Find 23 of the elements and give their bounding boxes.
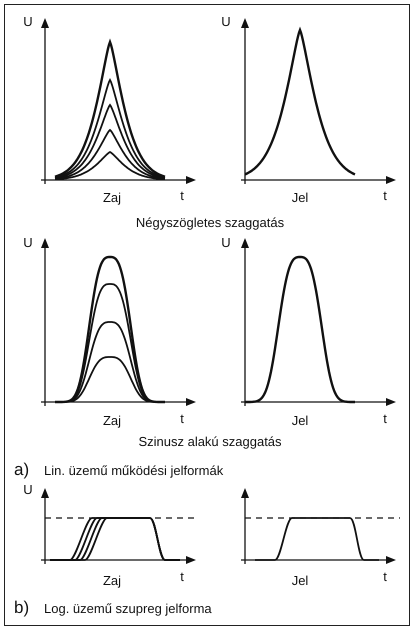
axis-label: t — [383, 188, 387, 204]
axis-label: t — [383, 569, 387, 585]
axis-label: Jel — [292, 190, 308, 206]
axis-label: Zaj — [102, 573, 122, 589]
caption-text: Lin. üzemű működési jelformák — [44, 463, 224, 479]
axis-label: t — [180, 188, 184, 204]
axis-label: U — [221, 235, 231, 251]
axis-label: Zaj — [102, 413, 122, 429]
axis-label: U — [23, 482, 33, 498]
axis-label: U — [221, 14, 231, 30]
caption-text: Szinusz alakú szaggatás — [138, 434, 282, 450]
axis-label: Zaj — [102, 190, 122, 206]
axis-label: U — [23, 14, 33, 30]
panel-letter: b) — [14, 600, 30, 616]
axis-label: U — [23, 235, 33, 251]
panel-letter: a) — [14, 462, 30, 478]
axis-label: Jel — [292, 573, 308, 589]
caption-text: Négyszögletes szaggatás — [136, 215, 284, 231]
axis-label: t — [180, 411, 184, 427]
axis-label: Jel — [292, 413, 308, 429]
caption-text: Log. üzemű szupreg jelforma — [44, 601, 212, 617]
axis-label: t — [180, 569, 184, 585]
axis-label: t — [383, 411, 387, 427]
